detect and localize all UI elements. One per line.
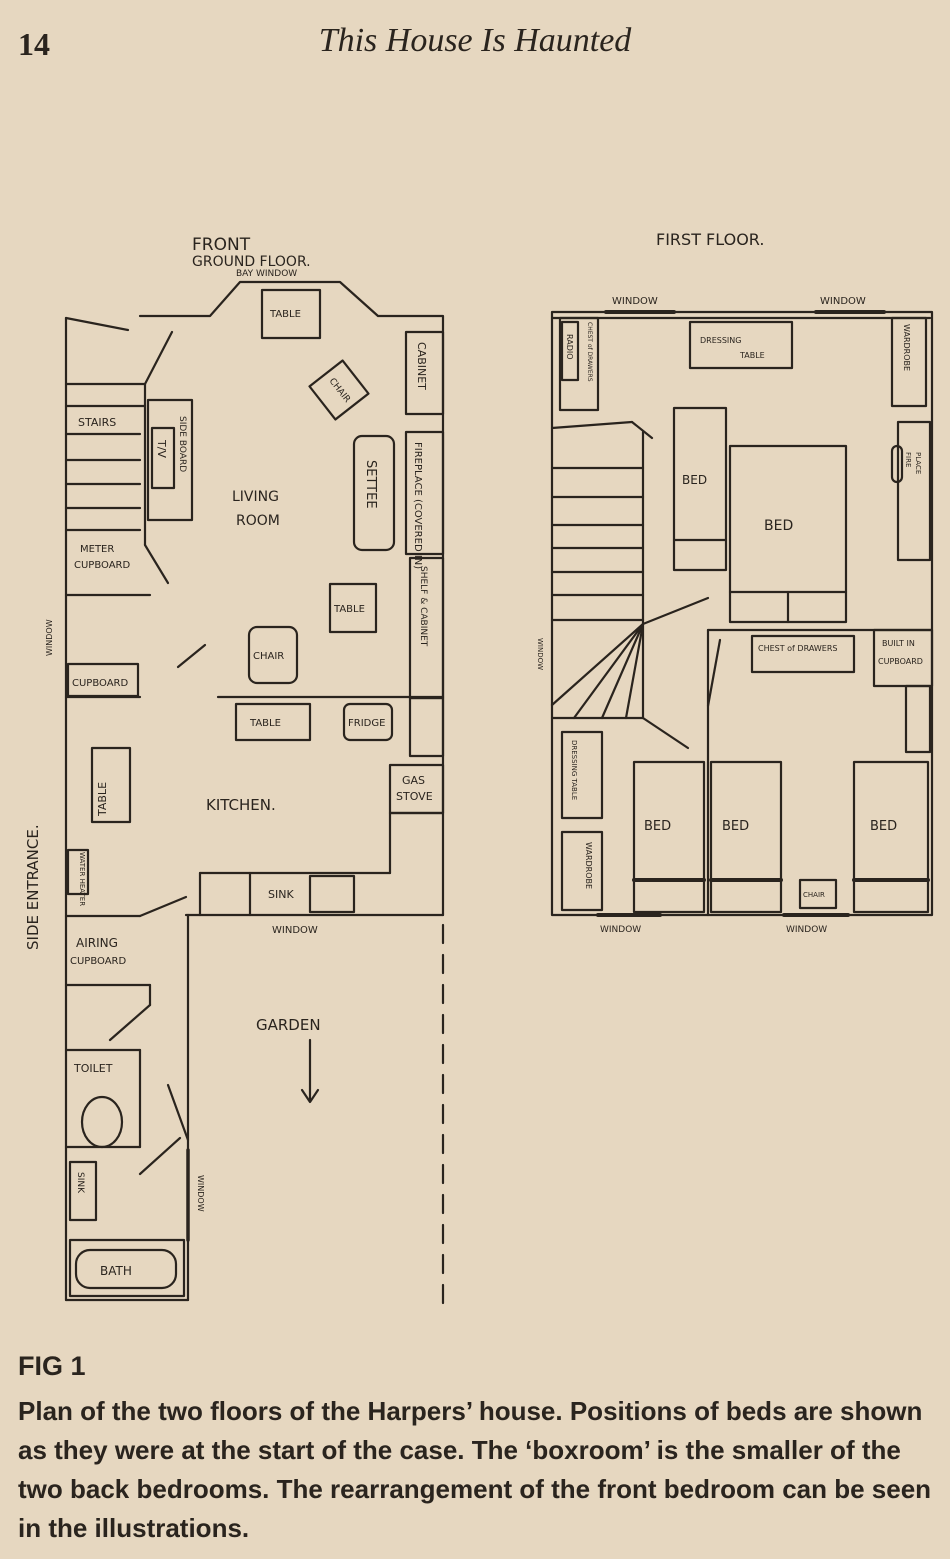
label-built-in-cupboard-1: BUILT IN <box>882 639 915 648</box>
label-dressing-table-back: DRESSING TABLE <box>570 740 578 800</box>
label-wardrobe-back: WARDROBE <box>584 842 593 889</box>
label-gas-stove-1: GAS <box>402 774 425 787</box>
first-floor-title: FIRST FLOOR. <box>656 230 764 249</box>
label-fireplace-1: FIRE <box>904 452 912 467</box>
label-cabinet: CABINET <box>415 342 428 390</box>
label-table-kitchen-top: TABLE <box>249 718 281 729</box>
floor-plan-figure: FRONT GROUND FLOOR. BAY WINDOW TABLE CHA… <box>24 230 934 1307</box>
label-kitchen: KITCHEN. <box>206 796 276 814</box>
label-chair-angled: CHAIR <box>327 377 352 405</box>
label-fridge: FRIDGE <box>348 718 385 729</box>
label-bed-back-2: BED <box>722 819 749 834</box>
label-toilet: TOILET <box>73 1062 113 1075</box>
label-sink-bath: SINK <box>75 1172 85 1194</box>
label-chest-of-drawers-mid: CHEST of DRAWERS <box>758 644 837 653</box>
page-number: 14 <box>18 26 50 62</box>
ground-floor-plan <box>64 280 445 1302</box>
label-fireplace-2: PLACE <box>914 452 922 474</box>
label-bed-double: BED <box>764 518 793 534</box>
label-cupboard: CUPBOARD <box>72 678 129 689</box>
label-living-room-1: LIVING <box>232 489 279 505</box>
label-bed-small-front: BED <box>682 473 707 487</box>
label-stairs: STAIRS <box>78 416 116 429</box>
label-sink-kitchen: SINK <box>268 888 294 901</box>
label-airing-cupboard-1: AIRING <box>76 936 118 950</box>
label-window-kitchen: WINDOW <box>272 925 318 936</box>
label-built-in-cupboard-2: CUPBOARD <box>878 657 923 666</box>
ground-floor-subtitle: GROUND FLOOR. <box>192 254 311 270</box>
label-settee: SETTEE <box>363 460 378 509</box>
label-dressing-table-top-2: TABLE <box>739 351 765 360</box>
label-chair-living: CHAIR <box>253 651 284 662</box>
label-tv: T/V <box>155 439 168 458</box>
label-window-top-right: WINDOW <box>820 296 866 307</box>
label-bed-back-1: BED <box>644 819 671 834</box>
label-window-bath: WINDOW <box>196 1175 205 1212</box>
label-water-heater: WATER HEATER <box>78 852 86 906</box>
figure-label: FIG 1 <box>18 1351 86 1381</box>
label-bay-window: BAY WINDOW <box>236 269 297 279</box>
label-living-room-2: ROOM <box>236 513 280 529</box>
label-window-bottom-right: WINDOW <box>786 925 827 935</box>
label-table-bay: TABLE <box>269 309 301 320</box>
label-garden: GARDEN <box>256 1016 321 1034</box>
label-sideboard: SIDE BOARD <box>177 416 187 472</box>
label-window-bottom-left: WINDOW <box>600 925 641 935</box>
figure-caption: Plan of the two floors of the Harpers’ h… <box>18 1396 932 1543</box>
label-bed-back-3: BED <box>870 819 897 834</box>
label-wardrobe-top: WARDROBE <box>902 324 911 371</box>
label-shelf-cabinet: SHELF & CABINET <box>418 566 428 647</box>
label-window-side: WINDOW <box>45 619 54 656</box>
label-bath: BATH <box>100 1264 132 1278</box>
label-dressing-table-top-1: DRESSING <box>700 336 741 345</box>
label-airing-cupboard-2: CUPBOARD <box>70 956 127 967</box>
label-table-kitchen-left: TABLE <box>96 782 109 817</box>
label-chest-of-drawers-tl: CHEST of DRAWERS <box>586 322 593 382</box>
label-fireplace: FIREPLACE (COVERED IN) <box>412 442 423 569</box>
label-radio: RADIO <box>565 334 574 360</box>
ground-floor-title: FRONT <box>192 235 251 255</box>
label-side-entrance: SIDE ENTRANCE. <box>24 824 42 950</box>
label-gas-stove-2: STOVE <box>396 790 433 803</box>
label-table-living: TABLE <box>333 604 365 615</box>
label-chair-back: CHAIR <box>803 891 825 899</box>
label-window-top-left: WINDOW <box>612 296 658 307</box>
first-floor-plan <box>550 310 934 917</box>
label-meter-cupboard-2: CUPBOARD <box>74 560 131 571</box>
running-title: This House Is Haunted <box>318 22 632 59</box>
label-meter-cupboard-1: METER <box>80 544 114 555</box>
label-window-landing: WINDOW <box>536 638 544 670</box>
